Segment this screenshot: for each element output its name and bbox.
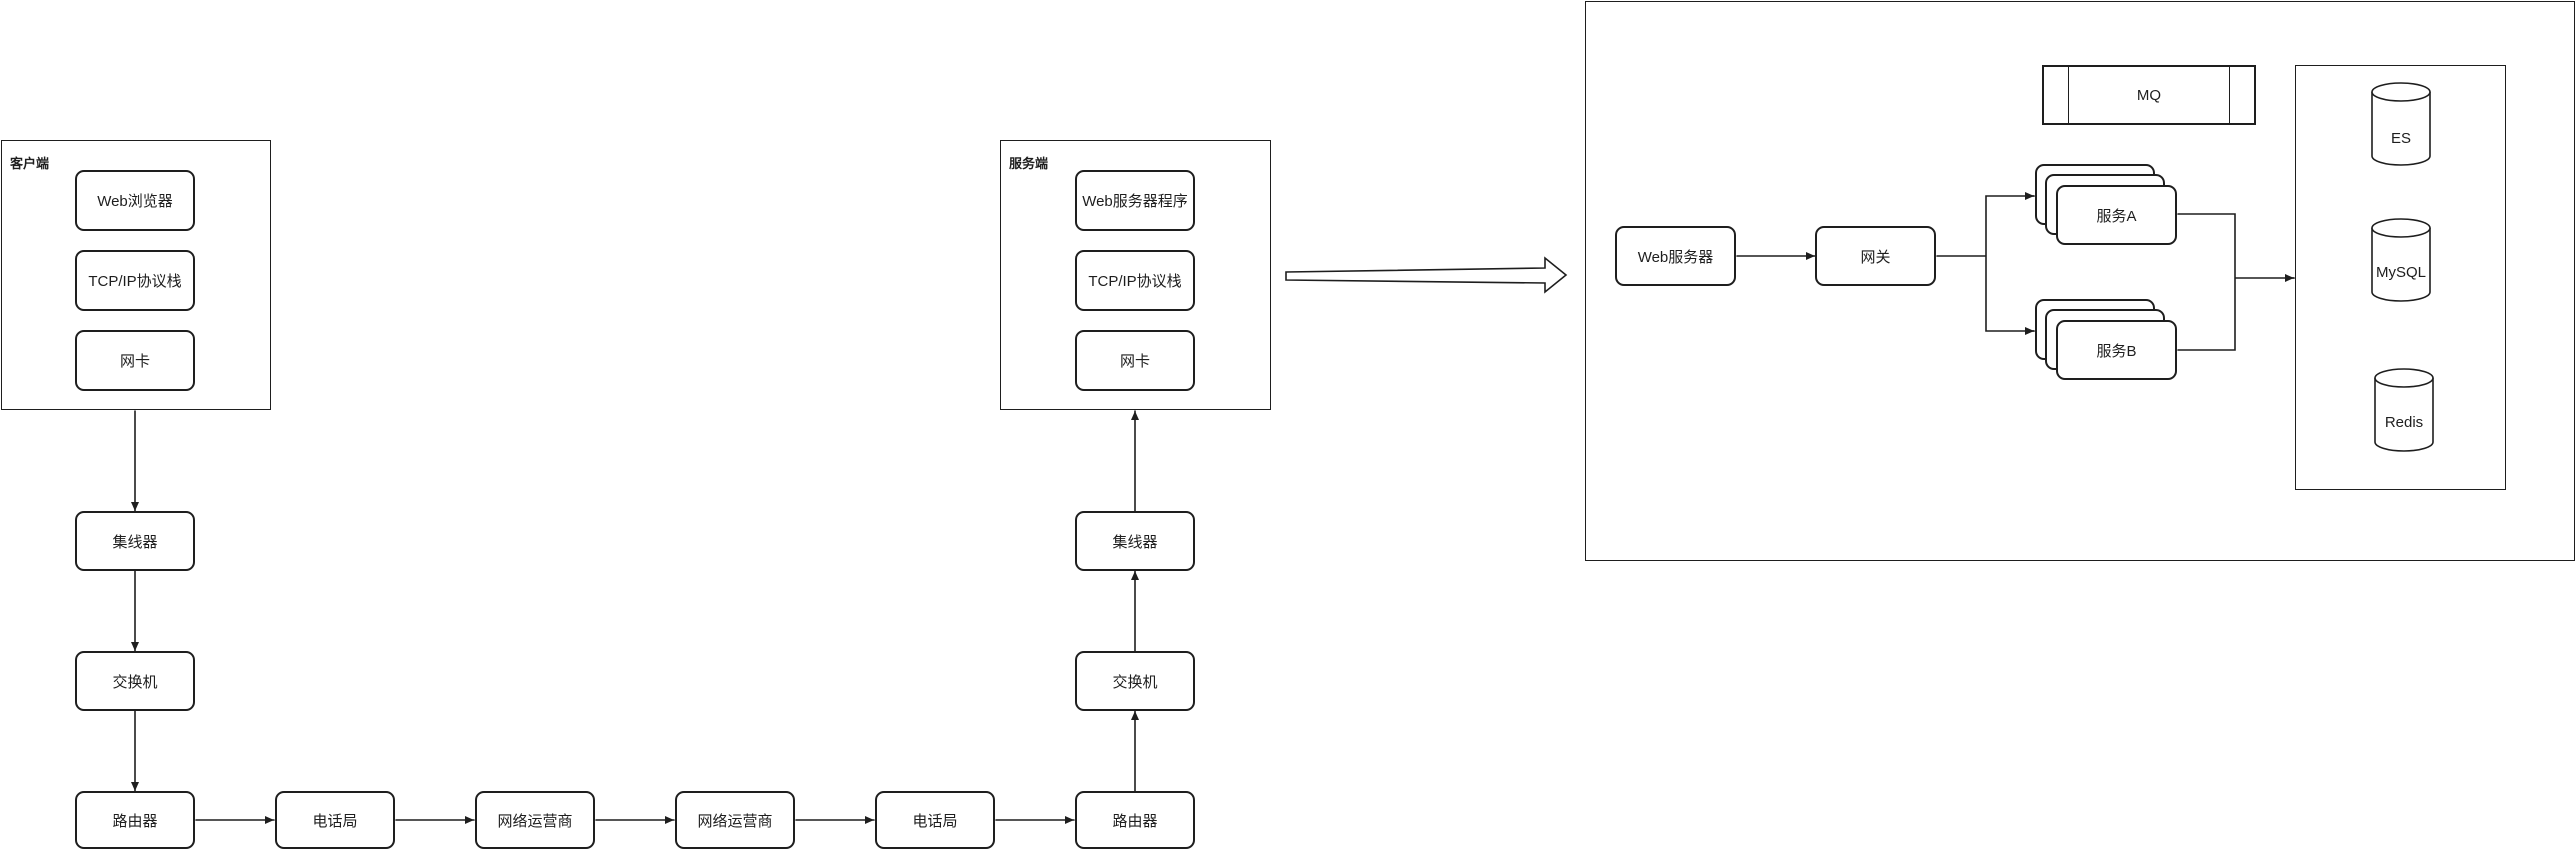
server-nic-node[interactable]: 网卡 [1075, 330, 1195, 391]
telecom-node-2[interactable]: 电话局 [875, 791, 995, 849]
client-switch-node[interactable]: 交换机 [75, 651, 195, 711]
telecom-node-1[interactable]: 电话局 [275, 791, 395, 849]
client-hub-node[interactable]: 集线器 [75, 511, 195, 571]
es-database-icon [2371, 82, 2431, 166]
client-tcpip-node[interactable]: TCP/IP协议栈 [75, 250, 195, 311]
es-label: ES [2390, 130, 2411, 147]
redis-database-icon [2374, 368, 2434, 452]
server-hub-node[interactable]: 集线器 [1075, 511, 1195, 571]
server-router-node[interactable]: 路由器 [1075, 791, 1195, 849]
web-server-node[interactable]: Web服务器 [1615, 226, 1736, 286]
client-browser-node[interactable]: Web浏览器 [75, 170, 195, 231]
client-frame: 客户端 [1, 140, 271, 410]
client-nic-node[interactable]: 网卡 [75, 330, 195, 391]
server-tcpip-node[interactable]: TCP/IP协议栈 [1075, 250, 1195, 311]
server-frame-title: 服务端 [1009, 156, 1049, 171]
client-frame-title: 客户端 [10, 156, 50, 171]
redis-label: Redis [2384, 414, 2424, 431]
gateway-node[interactable]: 网关 [1815, 226, 1936, 286]
mq-node[interactable]: MQ [2042, 65, 2256, 125]
service-a-node[interactable]: 服务A [2056, 185, 2177, 245]
client-router-node[interactable]: 路由器 [75, 791, 195, 849]
isp-node-2[interactable]: 网络运营商 [675, 791, 795, 849]
server-switch-node[interactable]: 交换机 [1075, 651, 1195, 711]
architecture-frame [1585, 1, 2575, 561]
big-arrow [1285, 256, 1568, 294]
es-database[interactable]: ES [2370, 82, 2432, 166]
isp-node-1[interactable]: 网络运营商 [475, 791, 595, 849]
server-webapp-node[interactable]: Web服务器程序 [1075, 170, 1195, 231]
mysql-label: MySQL [2375, 264, 2426, 281]
redis-database[interactable]: Redis [2373, 368, 2435, 452]
mysql-database-icon [2371, 218, 2431, 302]
service-b-node[interactable]: 服务B [2056, 320, 2177, 380]
server-frame: 服务端 [1000, 140, 1271, 410]
mysql-database[interactable]: MySQL [2370, 218, 2432, 302]
storage-frame [2295, 65, 2506, 490]
